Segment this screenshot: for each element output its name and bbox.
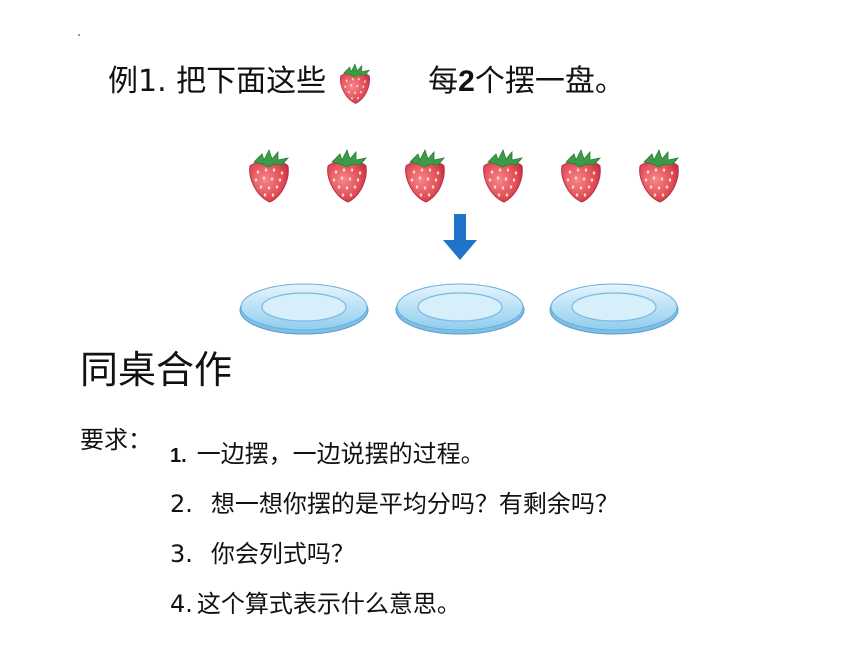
strawberry-icon: [634, 146, 684, 204]
list-item: 4.这个算式表示什么意思。: [170, 590, 461, 618]
requirements-list: 1.一边摆，一边说摆的过程。 2.想一想你摆的是平均分吗？有剩余吗？ 3.你会列…: [170, 434, 619, 634]
example-suffix: 每2个摆一盘。: [428, 64, 625, 99]
section-title: 同桌合作: [80, 348, 233, 392]
strawberry-icon: [244, 146, 294, 204]
strawberry-icon: [478, 146, 528, 204]
plate-icon: [394, 280, 526, 336]
plate-icon: [238, 280, 370, 336]
example-prefix: 例1. 把下面这些: [108, 64, 327, 99]
strawberry-icon: [322, 146, 372, 204]
list-item: 3.你会列式吗？: [170, 540, 355, 568]
strawberry-icon: [330, 61, 380, 105]
list-item: 2.想一想你摆的是平均分吗？有剩余吗？: [170, 490, 619, 518]
example-sentence: 例1. 把下面这些 每2个摆一盘。: [108, 58, 625, 106]
plate-row: [238, 280, 682, 340]
arrow-down-icon: [441, 212, 479, 262]
strawberry-icon: [400, 146, 450, 204]
list-item: 1.一边摆，一边说摆的过程。: [170, 440, 485, 468]
strawberry-icon: [556, 146, 606, 204]
plate-icon: [548, 280, 680, 336]
strawberry-row: [230, 146, 690, 206]
requirements-label: 要求：: [80, 426, 152, 454]
decorative-dot: [78, 34, 80, 36]
